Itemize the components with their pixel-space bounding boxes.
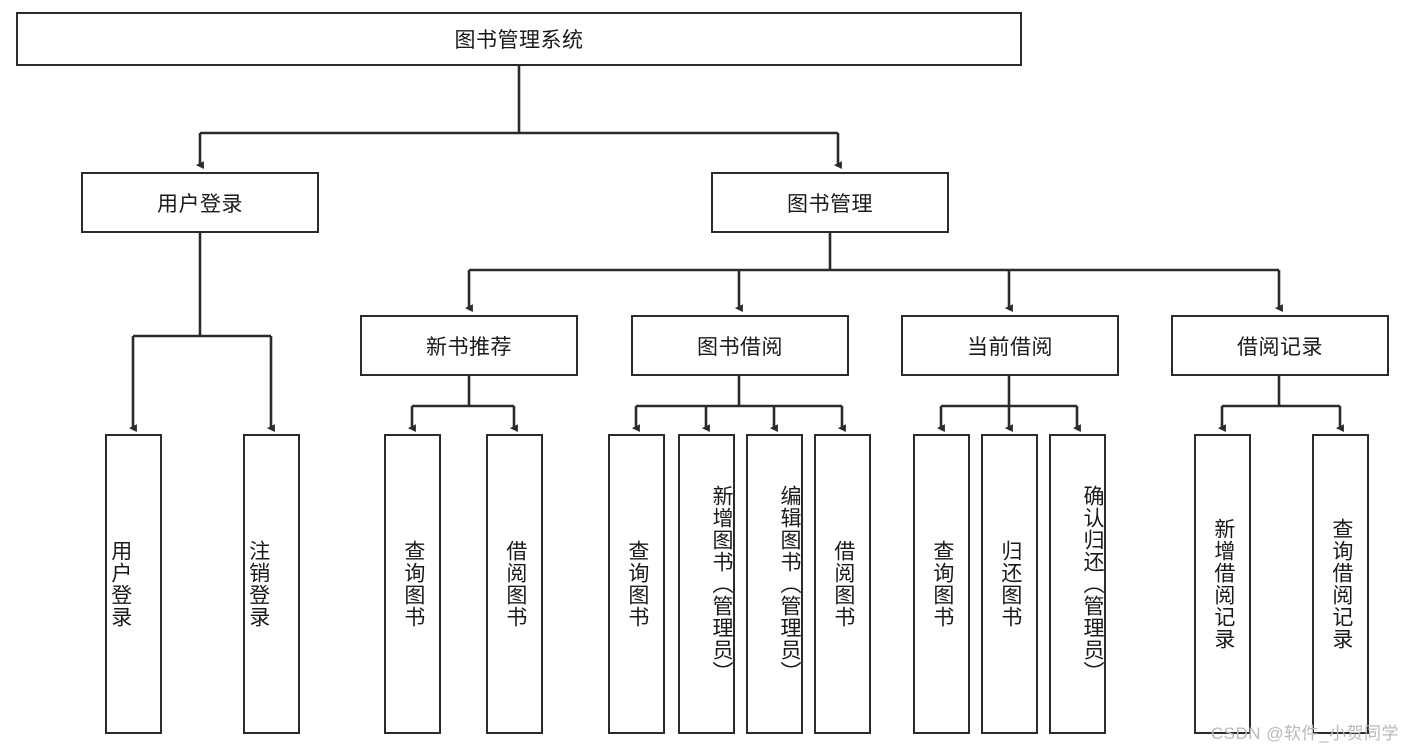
- node-label: 编辑图书（管理员）: [778, 485, 801, 683]
- node-label: 借阅图书: [503, 540, 527, 628]
- leaf-borrow-book[interactable]: 借阅图书: [814, 434, 871, 734]
- leaf-user-logout[interactable]: 注销登录: [243, 434, 300, 734]
- leaf-return-book[interactable]: 归还图书: [981, 434, 1038, 734]
- leaf-query-book-recommend[interactable]: 查询图书: [384, 434, 441, 734]
- node-user-login[interactable]: 用户登录: [81, 172, 319, 233]
- node-label: 注销登录: [246, 540, 270, 628]
- node-label: 新书推荐: [426, 335, 512, 359]
- node-label: 用户登录: [108, 540, 132, 628]
- node-root-system[interactable]: 图书管理系统: [16, 12, 1022, 66]
- leaf-confirm-return-admin[interactable]: 确认归还（管理员）: [1049, 434, 1106, 734]
- node-label: 借阅图书: [831, 540, 855, 628]
- node-label: 查询图书: [930, 540, 954, 628]
- node-book-borrow[interactable]: 图书借阅: [631, 315, 849, 376]
- node-current-borrow[interactable]: 当前借阅: [901, 315, 1119, 376]
- node-label: 图书管理系统: [454, 29, 584, 52]
- leaf-add-book-admin[interactable]: 新增图书（管理员）: [678, 434, 735, 734]
- node-label: 查询图书: [625, 540, 649, 628]
- node-label: 图书借阅: [697, 335, 783, 359]
- leaf-query-book-borrow[interactable]: 查询图书: [608, 434, 665, 734]
- node-label: 查询借阅记录: [1329, 518, 1353, 650]
- node-label: 查询图书: [401, 540, 425, 628]
- node-label: 确认归还（管理员）: [1081, 485, 1104, 683]
- node-label: 归还图书: [998, 540, 1022, 628]
- leaf-add-borrow-record[interactable]: 新增借阅记录: [1194, 434, 1251, 734]
- node-label: 借阅记录: [1237, 335, 1323, 359]
- node-label: 新增图书（管理员）: [710, 485, 733, 683]
- leaf-edit-book-admin[interactable]: 编辑图书（管理员）: [746, 434, 803, 734]
- watermark-text: CSDN @软件_小贺同学: [1210, 724, 1399, 743]
- node-new-book-recommend[interactable]: 新书推荐: [360, 315, 578, 376]
- node-label: 新增借阅记录: [1211, 518, 1235, 650]
- leaf-query-book-current[interactable]: 查询图书: [913, 434, 970, 734]
- leaf-query-borrow-record[interactable]: 查询借阅记录: [1312, 434, 1369, 734]
- leaf-borrow-book-recommend[interactable]: 借阅图书: [486, 434, 543, 734]
- node-label: 当前借阅: [967, 335, 1053, 359]
- node-label: 图书管理: [787, 192, 873, 216]
- node-borrow-record[interactable]: 借阅记录: [1171, 315, 1389, 376]
- leaf-user-login[interactable]: 用户登录: [105, 434, 162, 734]
- node-book-management[interactable]: 图书管理: [711, 172, 949, 233]
- node-label: 用户登录: [157, 192, 243, 216]
